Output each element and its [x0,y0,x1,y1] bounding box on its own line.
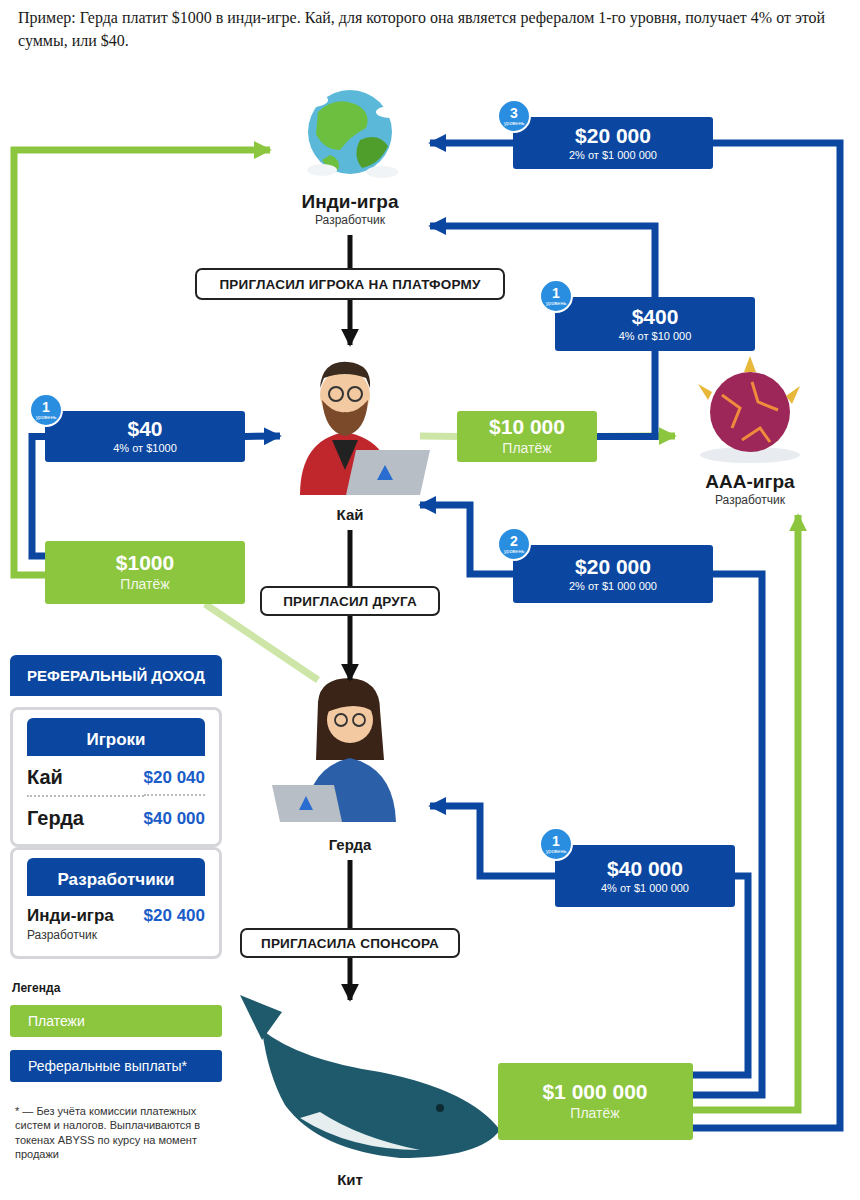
node-text: Платёж [502,439,551,457]
invite-label: ПРИГЛАСИЛА СПОНСОРА [240,928,460,958]
node-text: $1000 [116,551,174,575]
node-text: Герда [27,801,144,836]
character-node: Герда [270,680,430,860]
node-text: уровень [504,548,525,554]
node-text: ААА-игра [705,471,794,494]
node-text: Разработчик [315,213,385,229]
referral-payout-box: $404% от $10001уровень [45,411,245,462]
referral-payout-box: $40 0004% от $1 000 0001уровень [555,845,735,907]
payment-box: $1000Платёж [45,541,245,604]
node-text: 3 [510,106,518,120]
node-text: Инди-игра [27,900,144,932]
node-text: $40 000 [607,857,683,881]
node-text: $10 000 [489,415,565,439]
node-text: $20 040 [144,762,205,796]
level-badge: 2уровень [497,527,531,561]
legend-swatch: Реферальные выплаты* [10,1050,222,1082]
referral-payout-box: $20 0002% от $1 000 0002уровень [513,545,713,603]
node-text: Игроки [27,718,205,756]
node-text: Платёж [120,575,169,593]
connector [348,530,353,586]
referral-income-panel: РЕФЕРАЛЬНЫЙ ДОХОД ИгрокиКай$20 040Герда$4… [10,655,222,960]
connector [348,235,353,268]
whale-figure [240,995,500,1158]
node-text: Кай [27,760,144,797]
node-text: 4% от $10 000 [619,329,692,343]
node-text: 1 [552,286,560,300]
node-text: 2% от $1 000 000 [569,148,657,162]
node-text: Инди-игра [302,191,399,214]
connector [348,616,353,680]
node-text: $1 000 000 [542,1080,647,1104]
connector [693,574,763,1095]
node-text: уровень [546,300,567,306]
connector [430,140,513,147]
legend-heading: Легенда [12,981,60,995]
income-table: ИгрокиКай$20 040Герда$40 000 [10,707,222,847]
level-badge: 1уровень [539,827,573,861]
node-text: ПРИГЛАСИЛ ДРУГА [283,594,417,609]
node-text: Герда [329,836,372,854]
character-node: Кит [240,1000,460,1195]
node-text: ПРИГЛАСИЛ ИГРОКА НА ПЛАТФОРМУ [219,277,480,292]
referral-payout-box: $4004% от $10 0001уровень [555,297,755,351]
connector [597,351,655,437]
referral-payout-box: $20 0002% от $1 000 0003уровень [513,117,713,169]
connector [32,437,45,557]
character-node: Инди-играРазработчик [270,85,430,235]
node-text: уровень [36,414,57,420]
node-text: Кит [337,1171,363,1189]
node-text: РЕФЕРАЛЬНЫЙ ДОХОД [10,655,222,696]
connector [693,143,841,1128]
payment-box: $10 000Платёж [457,411,597,462]
node-text: $20 000 [575,555,651,579]
node-text: Разработчики [27,858,205,896]
node-text: 4% от $1 000 000 [601,881,689,895]
connector [348,300,353,345]
node-text: Платёж [570,1104,619,1122]
legend-swatch: Платежи [10,1005,222,1037]
node-text: Кай [337,506,364,524]
aaa-planet [698,356,800,463]
connector [245,433,280,441]
node-text: 2 [510,534,518,548]
node-text: $400 [632,305,679,329]
character-node: ААА-играРазработчик [675,365,825,515]
node-text: 1 [42,400,50,414]
node-text: Разработчик [715,493,785,509]
payment-box: $1 000 000Платёж [498,1063,693,1140]
node-text: 2% от $1 000 000 [569,579,657,593]
connector [14,150,270,575]
invite-label: ПРИГЛАСИЛ ИГРОКА НА ПЛАТФОРМУ [195,268,505,300]
level-badge: 1уровень [539,279,573,313]
legend-text: Платежи [28,1013,85,1029]
gerda-figure [272,678,396,822]
node-text: уровень [546,848,567,854]
node-text: $40 [127,417,162,441]
node-text: Разработчик [27,928,144,942]
node-text: $40 000 [144,803,205,835]
connector [420,433,457,441]
node-text: $20 000 [575,124,651,148]
connector [430,806,555,876]
connector [693,515,799,1110]
node-text: 4% от $1000 [113,441,177,455]
character-node: Кай [280,345,420,530]
footnote: * — Без учёта комиссии платежных систем … [15,1104,220,1161]
node-text: уровень [504,120,525,126]
connector [348,860,353,928]
connector [348,958,353,1000]
level-badge: 3уровень [497,99,531,133]
level-badge: 1уровень [29,393,63,427]
indie-globe [296,90,404,178]
node-text: 1 [552,834,560,848]
title: Пример: Герда платит $1000 в инди-игре. … [18,6,848,52]
kai-figure [300,362,430,495]
node-text: $20 400 [144,900,205,932]
invite-label: ПРИГЛАСИЛ ДРУГА [260,586,440,616]
node-text: ПРИГЛАСИЛА СПОНСОРА [261,936,439,951]
income-table: РазработчикиИнди-игра$20 400Разработчик [10,847,222,959]
legend-text: Реферальные выплаты* [28,1058,187,1074]
